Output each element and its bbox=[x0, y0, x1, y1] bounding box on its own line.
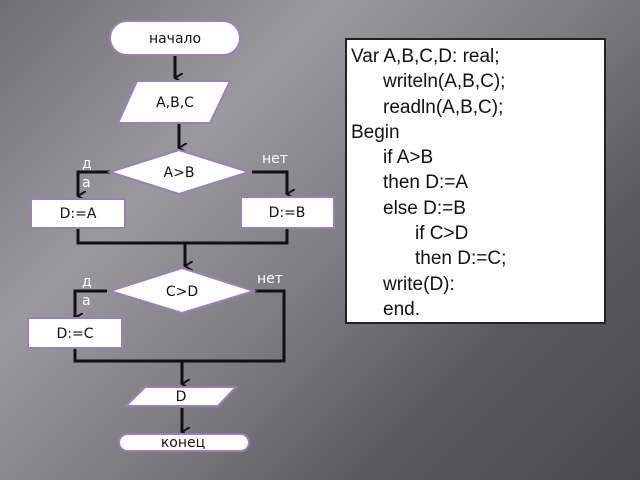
decision-label: C>D bbox=[166, 284, 198, 300]
yes-label: д bbox=[82, 274, 92, 290]
decision-c-gt-d[interactable]: C>D bbox=[106, 266, 258, 315]
code-line: then D:=A bbox=[383, 172, 469, 194]
assign-label: D:=C bbox=[56, 326, 93, 342]
connector-yes bbox=[75, 289, 107, 318]
end-label: конец bbox=[161, 435, 205, 451]
end-terminal[interactable]: конец bbox=[118, 433, 250, 452]
code-line: readln(A,B,C); bbox=[383, 96, 504, 118]
code-line: if C>D bbox=[415, 223, 469, 245]
code-line: end. bbox=[383, 298, 420, 320]
input-node[interactable]: A,B,C bbox=[116, 80, 232, 124]
output-node[interactable]: D bbox=[123, 386, 239, 407]
no-label: нет bbox=[262, 151, 288, 167]
start-terminal[interactable]: начало bbox=[109, 20, 241, 56]
assign-d-a[interactable]: D:=A bbox=[30, 198, 126, 229]
code-line: if A>B bbox=[383, 147, 434, 169]
code-line: then D:=C; bbox=[415, 248, 507, 270]
yes-label: д bbox=[82, 156, 92, 172]
yes-label-2: а bbox=[82, 175, 91, 191]
code-line: Begin bbox=[351, 121, 400, 143]
output-label: D bbox=[176, 389, 187, 405]
assign-d-b[interactable]: D:=B bbox=[240, 196, 335, 229]
connector-no bbox=[252, 170, 287, 194]
connector-merge bbox=[76, 228, 289, 245]
assign-label: D:=B bbox=[269, 205, 306, 221]
decision-label: A>B bbox=[164, 165, 195, 181]
code-line: writeln(A,B,C); bbox=[383, 71, 506, 93]
connector-no bbox=[73, 289, 286, 363]
yes-label-2: а bbox=[82, 293, 91, 309]
no-label: нет bbox=[257, 271, 283, 287]
input-label: A,B,C bbox=[156, 95, 194, 111]
start-label: начало bbox=[149, 31, 201, 47]
connector-yes bbox=[78, 170, 110, 196]
code-line: Var A,B,C,D: real; bbox=[351, 46, 500, 67]
code-line: else D:=B bbox=[383, 197, 466, 219]
assign-d-c[interactable]: D:=C bbox=[27, 317, 123, 349]
decision-a-gt-b[interactable]: A>B bbox=[106, 148, 253, 196]
pascal-code-box: Var A,B,C,D: real; writeln(A,B,C); readln(… bbox=[345, 38, 606, 324]
assign-label: D:=A bbox=[60, 206, 97, 222]
code-line: write(D): bbox=[383, 273, 455, 295]
